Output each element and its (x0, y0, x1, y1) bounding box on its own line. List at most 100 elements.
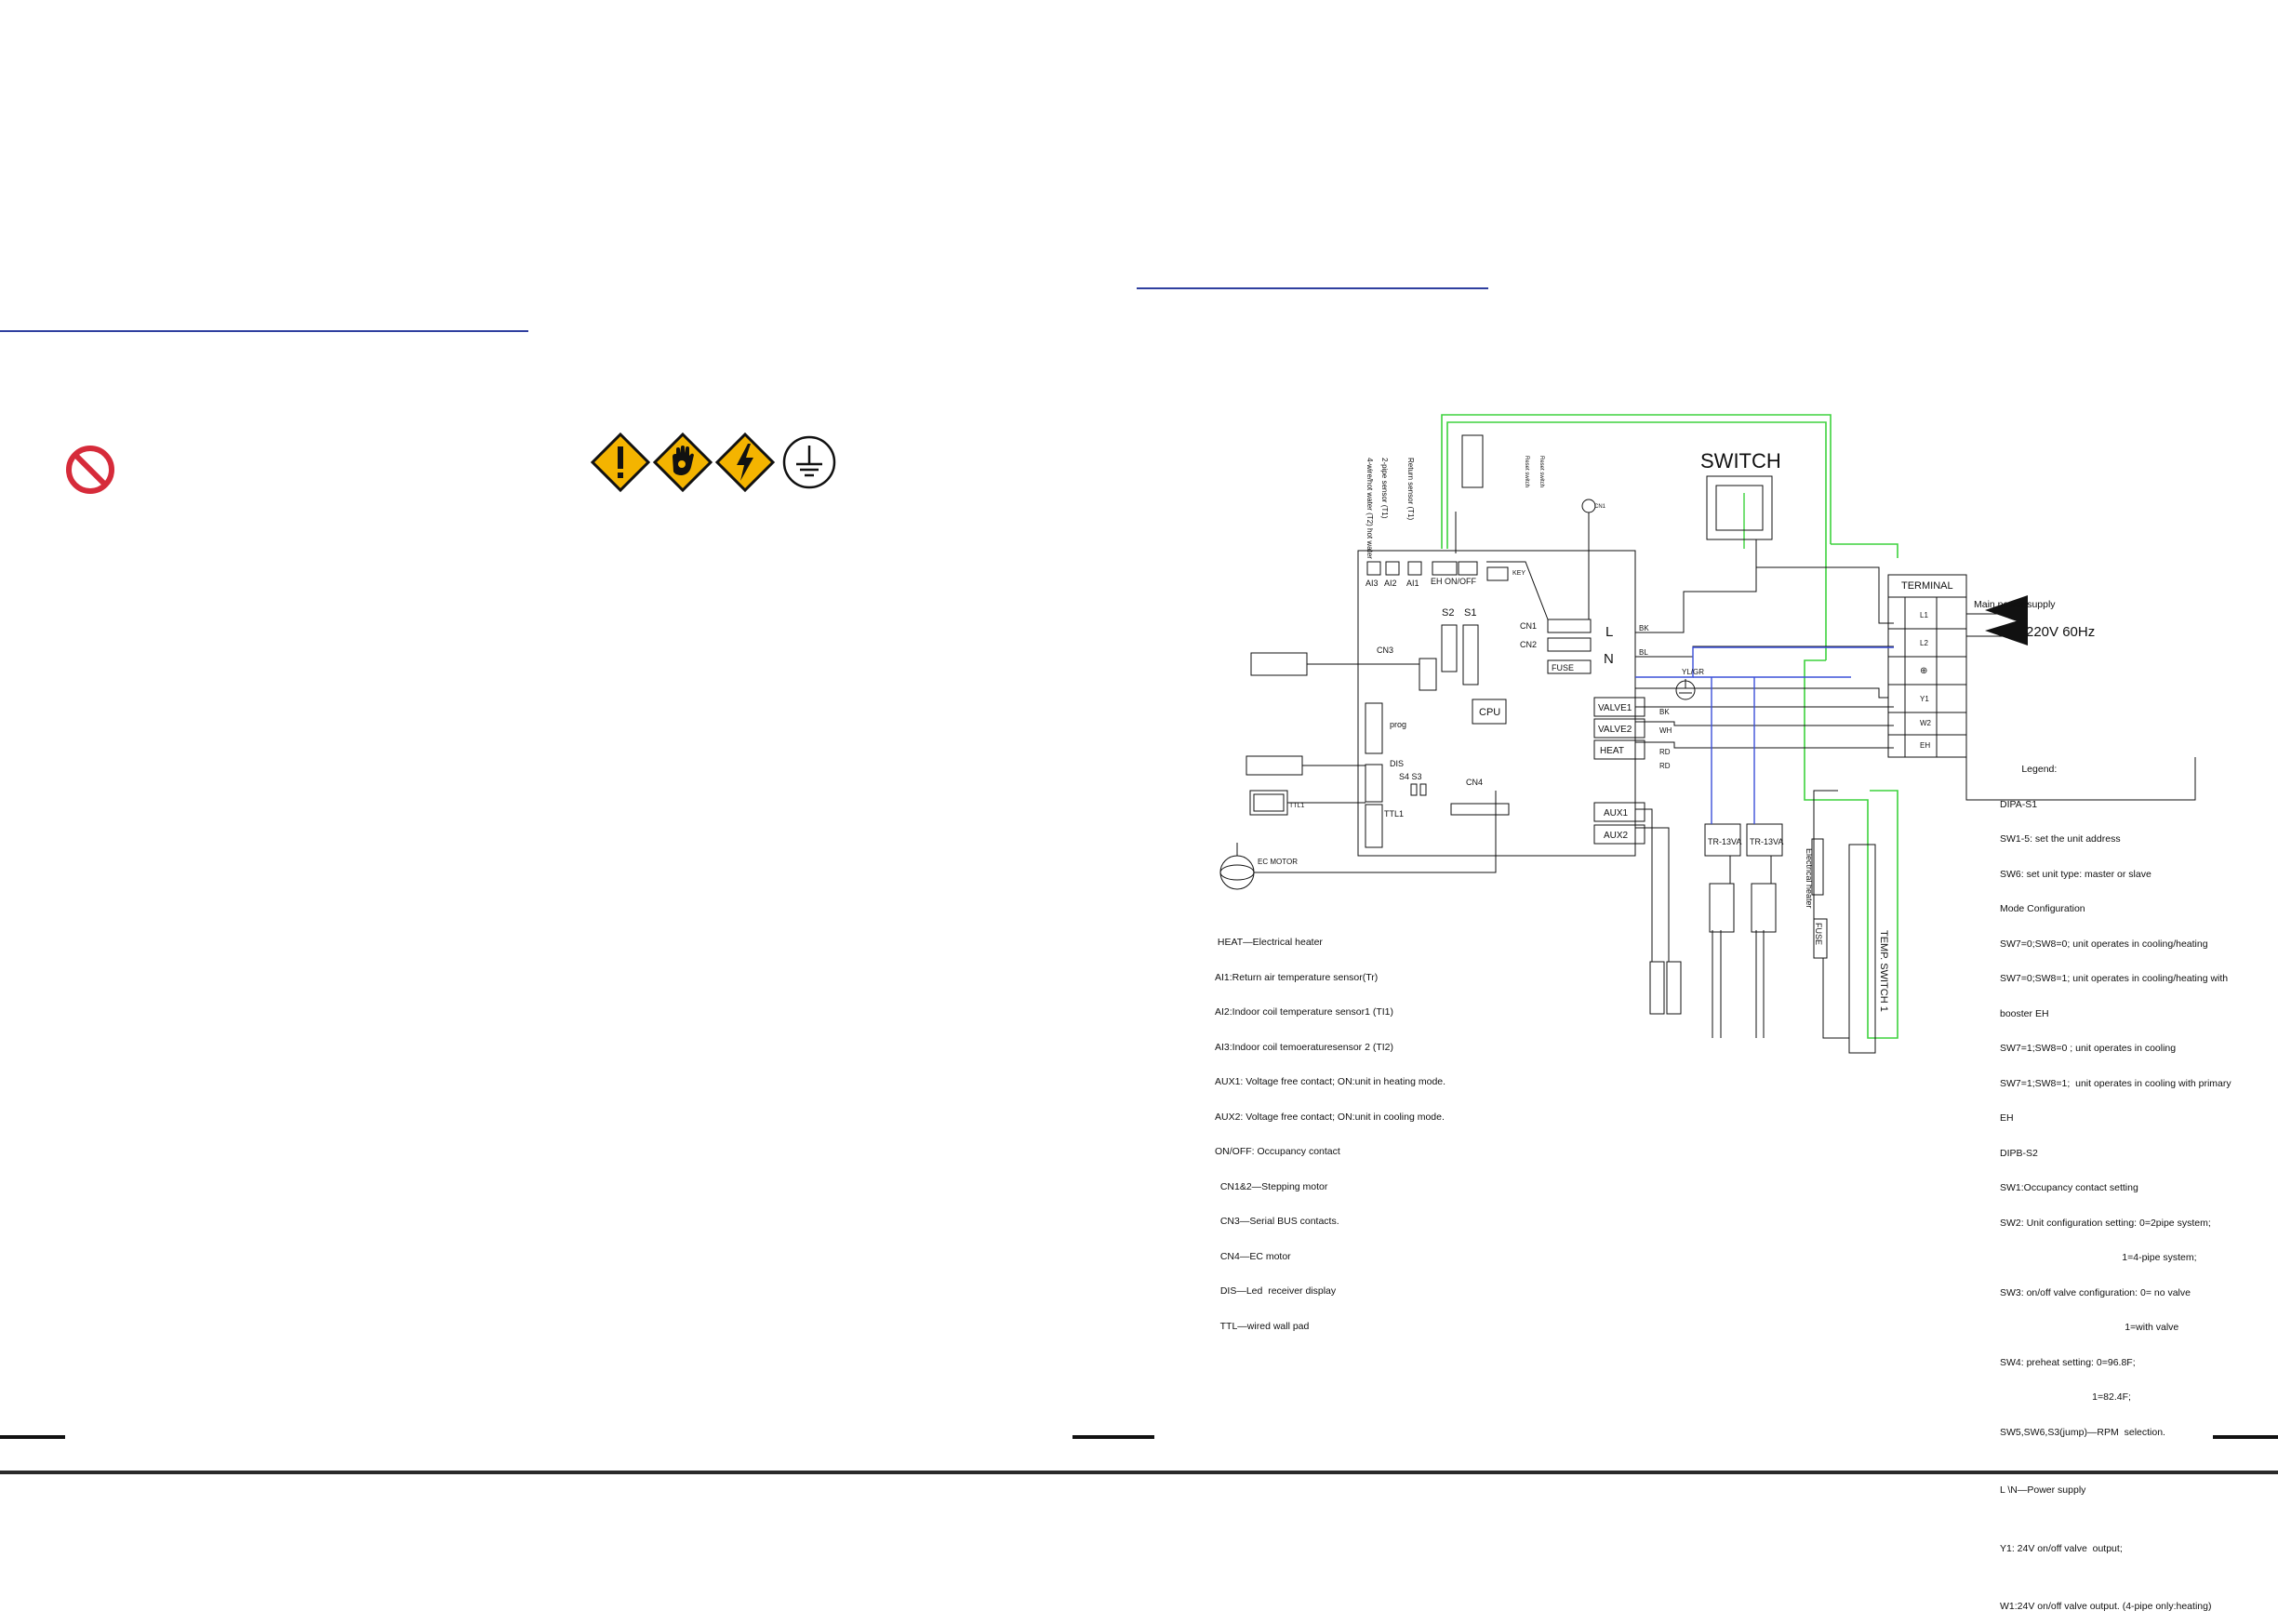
output-valve1: VALVE1 (1598, 703, 1632, 713)
transformer-2: TR-13VA (1750, 837, 1783, 846)
legend-right-line: SW7=1;SW8=0 ; unit operates in cooling (2000, 1043, 2177, 1054)
legend-right-line: 1=with valve (2000, 1322, 2179, 1333)
legend-right-line: SW7=1;SW8=1; unit operates in cooling wi… (2000, 1077, 2231, 1089)
output-heat: HEAT (1600, 746, 1624, 756)
pin-w2: W2 (1920, 719, 1932, 727)
label-cn3: CN3 (1377, 646, 1393, 655)
prohibition-icon (66, 446, 114, 494)
left-page-header-rule (0, 330, 528, 332)
label-ai2: AI2 (1384, 579, 1397, 588)
legend-right-line: SW6: set unit type: master or slave (2000, 868, 2151, 880)
label-dis: DIS (1390, 759, 1404, 768)
center-footer-bar (1072, 1435, 1154, 1439)
legend-right-line: booster EH (2000, 1007, 2049, 1019)
legend-right: Legend: DIPA-S1 SW1-5: set the unit addr… (2000, 740, 2231, 1624)
legend-right-line: Legend: (2000, 764, 2058, 775)
right-page-header-rule (1137, 287, 1488, 289)
fuse2-label: FUSE (1814, 923, 1823, 945)
legend-left-line: AUX1: Voltage free contact; ON:unit in h… (1215, 1076, 1446, 1087)
label-bk: BK (1639, 624, 1649, 632)
temp-switch-label: TEMP. SWITCH 1 (1878, 930, 1889, 1012)
sensor-label-t2: 4-wire/hot water (T2) hot water (1365, 458, 1374, 559)
pin-l1: L1 (1920, 611, 1928, 619)
legend-right-line: SW7=0;SW8=1; unit operates in cooling/he… (2000, 973, 2229, 984)
output-aux2: AUX2 (1604, 831, 1629, 841)
legend-left: HEAT—Electrical heater AI1:Return air te… (1215, 913, 1445, 1344)
legend-right-line: Mode Configuration (2000, 903, 2085, 914)
sensor-label-return: Return sensor (T1) (1406, 458, 1415, 520)
legend-left-line: AI2:Indoor coil temperature sensor1 (TI1… (1215, 1006, 1394, 1018)
sensor-label-t1: 2-pipe sensor (T1) (1380, 458, 1389, 519)
legend-right-line: EH (2000, 1112, 2014, 1124)
pin-y1: Y1 (1920, 695, 1929, 703)
label-rd2: RD (1659, 762, 1671, 770)
label-bl: BL (1639, 648, 1648, 657)
legend-right-line: SW5,SW6,S3(jump)—RPM selection. (2000, 1426, 2165, 1438)
label-bk2: BK (1659, 708, 1670, 716)
label-l: L (1605, 624, 1613, 640)
label-s4s3: S4 S3 (1399, 772, 1422, 781)
legend-left-line: ON/OFF: Occupancy contact (1215, 1146, 1340, 1157)
main-supply-label: Main power supply (1974, 599, 2056, 610)
ttl-small-label: TTL1 (1289, 803, 1304, 809)
legend-left-line: HEAT—Electrical heater (1215, 937, 1323, 948)
pin-eh: EH (1920, 741, 1930, 750)
switch-title: SWITCH (1700, 449, 1781, 473)
legend-right-line: SW3: on/off valve configuration: 0= no v… (2000, 1286, 2191, 1298)
legend-left-line: CN3—Serial BUS contacts. (1215, 1216, 1339, 1227)
label-ai3: AI3 (1365, 579, 1379, 588)
label-s2: S2 (1442, 607, 1454, 619)
legend-right-line: 1=4-pipe system; (2000, 1252, 2197, 1263)
page-bottom-edge (0, 1471, 2278, 1474)
legend-left-line: AI1:Return air temperature sensor(Tr) (1215, 971, 1379, 983)
warning-exclamation-icon (590, 432, 651, 493)
legend-left-line: CN4—EC motor (1215, 1250, 1291, 1262)
legend-right-line: SW1-5: set the unit address (2000, 833, 2121, 845)
electric-shock-icon (714, 432, 776, 493)
legend-right-line: 1=82.4F; (2000, 1391, 2131, 1403)
cn1-small: CN1 (1594, 504, 1606, 510)
legend-right-line: DIPB-S2 (2000, 1147, 2038, 1159)
label-wh: WH (1659, 726, 1672, 735)
label-s1: S1 (1464, 607, 1476, 619)
legend-left-line: DIS—Led receiver display (1215, 1285, 1337, 1297)
label-cn4: CN4 (1466, 778, 1483, 787)
legend-right-line: SW4: preheat setting: 0=96.8F; (2000, 1356, 2136, 1368)
transformer-1: TR-13VA (1708, 837, 1741, 846)
heater-label: Electrical heater (1805, 848, 1814, 909)
right-page-footer-bar (2213, 1435, 2278, 1439)
label-n: N (1604, 651, 1614, 667)
legend-left-line: AI3:Indoor coil temoeraturesensor 2 (TI2… (1215, 1041, 1394, 1053)
wiring-diagram: SWITCH TERMINAL Main power supply 220V 6… (1219, 414, 2196, 1054)
legend-right-line: Y1: 24V on/off valve output; (2000, 1542, 2123, 1554)
legend-right-line: SW1:Occupancy contact setting (2000, 1182, 2138, 1193)
label-eh-onoff: EH ON/OFF (1431, 577, 1477, 586)
label-ylgr: YL/GR (1682, 668, 1704, 676)
legend-right-line: SW7=0;SW8=0; unit operates in cooling/he… (2000, 938, 2208, 950)
legend-right-line: SW2: Unit configuration setting: 0=2pipe… (2000, 1217, 2211, 1229)
legend-right-line: W1:24V on/off valve output. (4-pipe only… (2000, 1601, 2212, 1612)
voltage-label: 220V 60Hz (2026, 624, 2095, 640)
legend-left-line: TTL—wired wall pad (1215, 1320, 1310, 1332)
label-ai1: AI1 (1406, 579, 1419, 588)
label-cn2: CN2 (1520, 640, 1537, 649)
reset-switch-2: Reset switch (1539, 456, 1544, 487)
label-cpu: CPU (1479, 707, 1500, 718)
label-cn1: CN1 (1520, 621, 1537, 631)
label-fuse: FUSE (1552, 663, 1574, 672)
legend-left-line: AUX2: Voltage free contact; ON:unit in c… (1215, 1111, 1445, 1123)
output-aux1: AUX1 (1604, 808, 1629, 819)
label-prog: prog (1390, 720, 1406, 729)
label-rd1: RD (1659, 748, 1671, 756)
hand-caution-icon (652, 432, 713, 493)
label-key: KEY (1512, 570, 1525, 577)
legend-left-line: CN1&2—Stepping motor (1215, 1180, 1328, 1192)
pin-ground: ⊕ (1920, 666, 1927, 676)
terminal-title: TERMINAL (1901, 580, 1953, 592)
ground-icon (782, 435, 836, 489)
reset-switch-1: Reset switch (1524, 456, 1529, 487)
legend-right-line: DIPA-S1 (2000, 798, 2038, 810)
output-valve2: VALVE2 (1598, 725, 1632, 735)
legend-right-line: L \N—Power supply (2000, 1484, 2086, 1496)
left-page-footer-bar (0, 1435, 65, 1439)
